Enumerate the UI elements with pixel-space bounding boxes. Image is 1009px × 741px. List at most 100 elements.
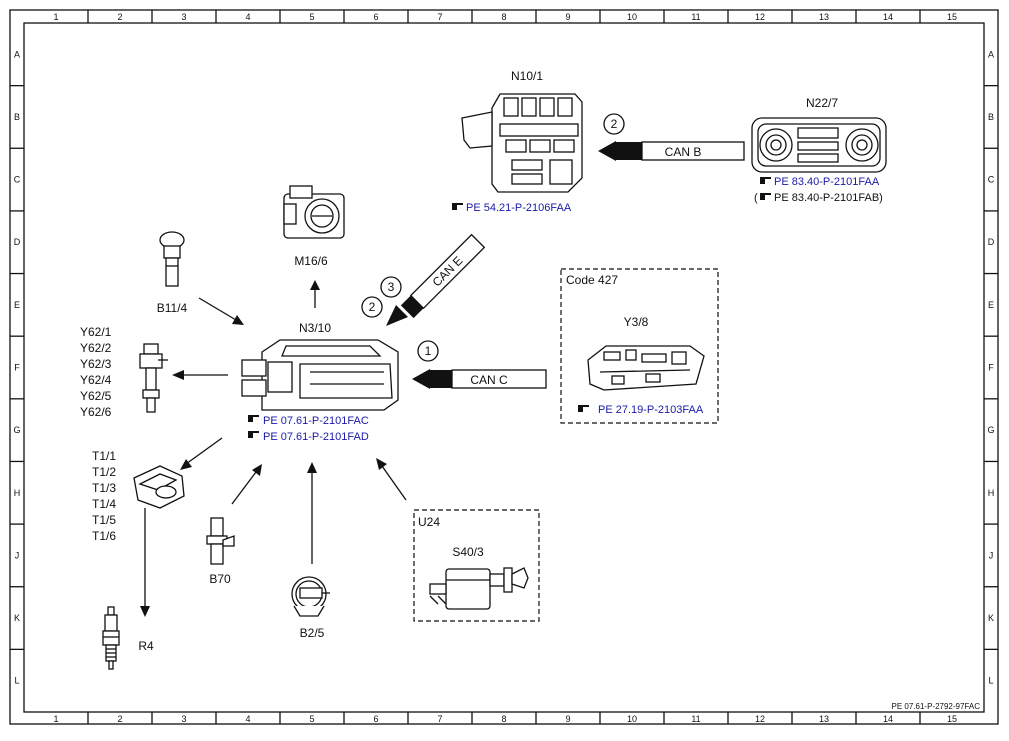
s40-3-label: S40/3 <box>452 545 484 559</box>
n3-10-reference-2[interactable]: PE 07.61-P-2101FAD <box>263 431 369 443</box>
y3-8-label: Y3/8 <box>624 315 649 329</box>
n3-10-reference-1[interactable]: PE 07.61-P-2101FAC <box>263 415 369 427</box>
b70-label: B70 <box>209 572 231 586</box>
frame-col-number-top: 10 <box>627 12 637 22</box>
t1-line <box>185 437 223 465</box>
component-m16-6[interactable]: M16/6 <box>283 185 345 268</box>
frame-col-number-bottom: 4 <box>245 714 250 724</box>
y3-8-reference[interactable]: PE 27.19-P-2103FAA <box>598 404 704 416</box>
sam-module-icon <box>461 93 583 193</box>
drawing-frame: 1122334455667788991010111112121313141415… <box>9 9 999 725</box>
n3-10-label: N3/10 <box>299 321 331 335</box>
component-t1[interactable]: T1/1T1/2T1/3T1/4T1/5T1/6 <box>92 449 185 543</box>
frame-row-letter-right: E <box>988 300 994 310</box>
frame-col-number-top: 11 <box>691 12 700 22</box>
frame-col-number-bottom: 8 <box>501 714 506 724</box>
frame-row-letter-left: K <box>14 613 20 623</box>
frame-row-letter-right: J <box>989 550 994 560</box>
ignition-coil-icon <box>133 465 185 509</box>
u24-line <box>381 465 407 501</box>
can-e-box-group: CAN E <box>400 233 486 319</box>
can-e-number-a: 3 <box>388 280 395 294</box>
component-n10-1[interactable]: N10/1 PE 54.21-P-2106FAA <box>452 69 583 214</box>
frame-col-number-bottom: 11 <box>691 714 700 724</box>
code-427-dashed-box <box>560 268 719 424</box>
y62-label: Y62/1 <box>80 325 112 339</box>
frame-row-letter-left: G <box>13 425 20 435</box>
b11-4-line <box>198 297 237 321</box>
brake-switch-icon <box>429 567 529 610</box>
can-b-arrowhead <box>598 141 616 161</box>
fuel-injector-icon <box>139 343 168 413</box>
inner-border <box>23 22 985 713</box>
t1-label: T1/1 <box>92 449 116 463</box>
frame-row-letter-right: C <box>988 175 995 185</box>
frame-col-number-top: 7 <box>437 12 442 22</box>
spark-plug-icon <box>102 606 120 670</box>
n22-7-reference-1[interactable]: PE 83.40-P-2101FAA <box>774 176 880 188</box>
component-b2-5[interactable]: B2/5 <box>291 576 330 640</box>
frame-row-letter-right: A <box>988 49 994 59</box>
component-n22-7[interactable]: N22/7 PE 83.40-P-2101FAA ( PE 83.40-P-21… <box>751 96 887 204</box>
crankshaft-sensor-icon <box>206 517 235 565</box>
footer-reference: PE 07.61-P-2792-97FAC <box>892 702 981 711</box>
can-e-box <box>409 233 486 310</box>
frame-row-letter-left: E <box>14 300 20 310</box>
component-n3-10[interactable]: N3/10 PE 07.61-P-2101FAC PE 07.61-P-2101… <box>241 321 399 443</box>
r4-label: R4 <box>138 639 154 653</box>
n22-7-ref-icon-1 <box>760 177 771 184</box>
b70-line <box>231 471 257 505</box>
can-c-label: CAN C <box>470 373 508 387</box>
can-c-number: 1 <box>425 344 432 358</box>
frame-col-number-bottom: 2 <box>117 714 122 724</box>
frame-col-number-bottom: 15 <box>947 714 957 724</box>
frame-row-letter-right: F <box>988 363 994 373</box>
can-e-number-circle-b <box>361 296 383 318</box>
y62-label: Y62/6 <box>80 405 112 419</box>
n10-1-label: N10/1 <box>511 69 543 83</box>
frame-row-letter-left: D <box>14 237 21 247</box>
code-427-title: Code 427 <box>566 273 618 287</box>
frame-col-number-top: 12 <box>755 12 765 22</box>
component-b70[interactable]: B70 <box>206 517 235 586</box>
n10-1-reference[interactable]: PE 54.21-P-2106FAA <box>466 202 572 214</box>
column-numbers: 1122334455667788991010111112121313141415… <box>53 12 957 724</box>
b11-4-label: B11/4 <box>157 301 188 315</box>
frame-col-number-top: 2 <box>117 12 122 22</box>
frame-col-number-bottom: 13 <box>819 714 829 724</box>
frame-row-letter-left: B <box>14 112 20 122</box>
can-b-number: 2 <box>611 117 618 131</box>
m16-6-label: M16/6 <box>294 254 328 268</box>
n3-10-ref-icon-2 <box>248 431 259 438</box>
group-code-427[interactable]: Code 427 Y3/8 PE 27.19-P-2103FAA <box>560 268 719 424</box>
bus-can-e: 3 2 CAN E <box>361 233 486 326</box>
y62-label: Y62/3 <box>80 357 112 371</box>
y3-8-ref-icon <box>578 405 589 412</box>
b2-5-arrowhead <box>307 462 317 473</box>
frame-col-number-top: 3 <box>181 12 186 22</box>
frame-col-number-top: 6 <box>373 12 378 22</box>
n22-7-reference-2[interactable]: PE 83.40-P-2101FAB) <box>774 192 883 204</box>
component-b11-4[interactable]: B11/4 <box>157 231 188 315</box>
t1-label: T1/5 <box>92 513 116 527</box>
temperature-sensor-icon <box>159 231 185 287</box>
frame-row-letter-right: B <box>988 112 994 122</box>
component-r4[interactable]: R4 <box>102 606 154 670</box>
y62-arrowhead <box>172 370 184 380</box>
m16-6-arrowhead <box>310 280 320 290</box>
can-c-bar <box>430 370 452 388</box>
r4-arrowhead <box>140 606 150 617</box>
can-e-number-circle-a <box>380 276 402 298</box>
frame-row-letter-right: K <box>988 613 994 623</box>
frame-col-number-bottom: 9 <box>565 714 570 724</box>
frame-col-number-bottom: 6 <box>373 714 378 724</box>
frame-row-letter-left: F <box>14 363 20 373</box>
frame-col-number-top: 4 <box>245 12 250 22</box>
frame-row-letter-left: A <box>14 49 20 59</box>
n22-7-label: N22/7 <box>806 96 838 110</box>
can-e-arrowhead <box>386 305 408 326</box>
u24-arrowhead <box>376 458 387 470</box>
group-u24[interactable]: U24 S40/3 <box>413 509 540 622</box>
can-c-arrowhead <box>412 369 430 389</box>
